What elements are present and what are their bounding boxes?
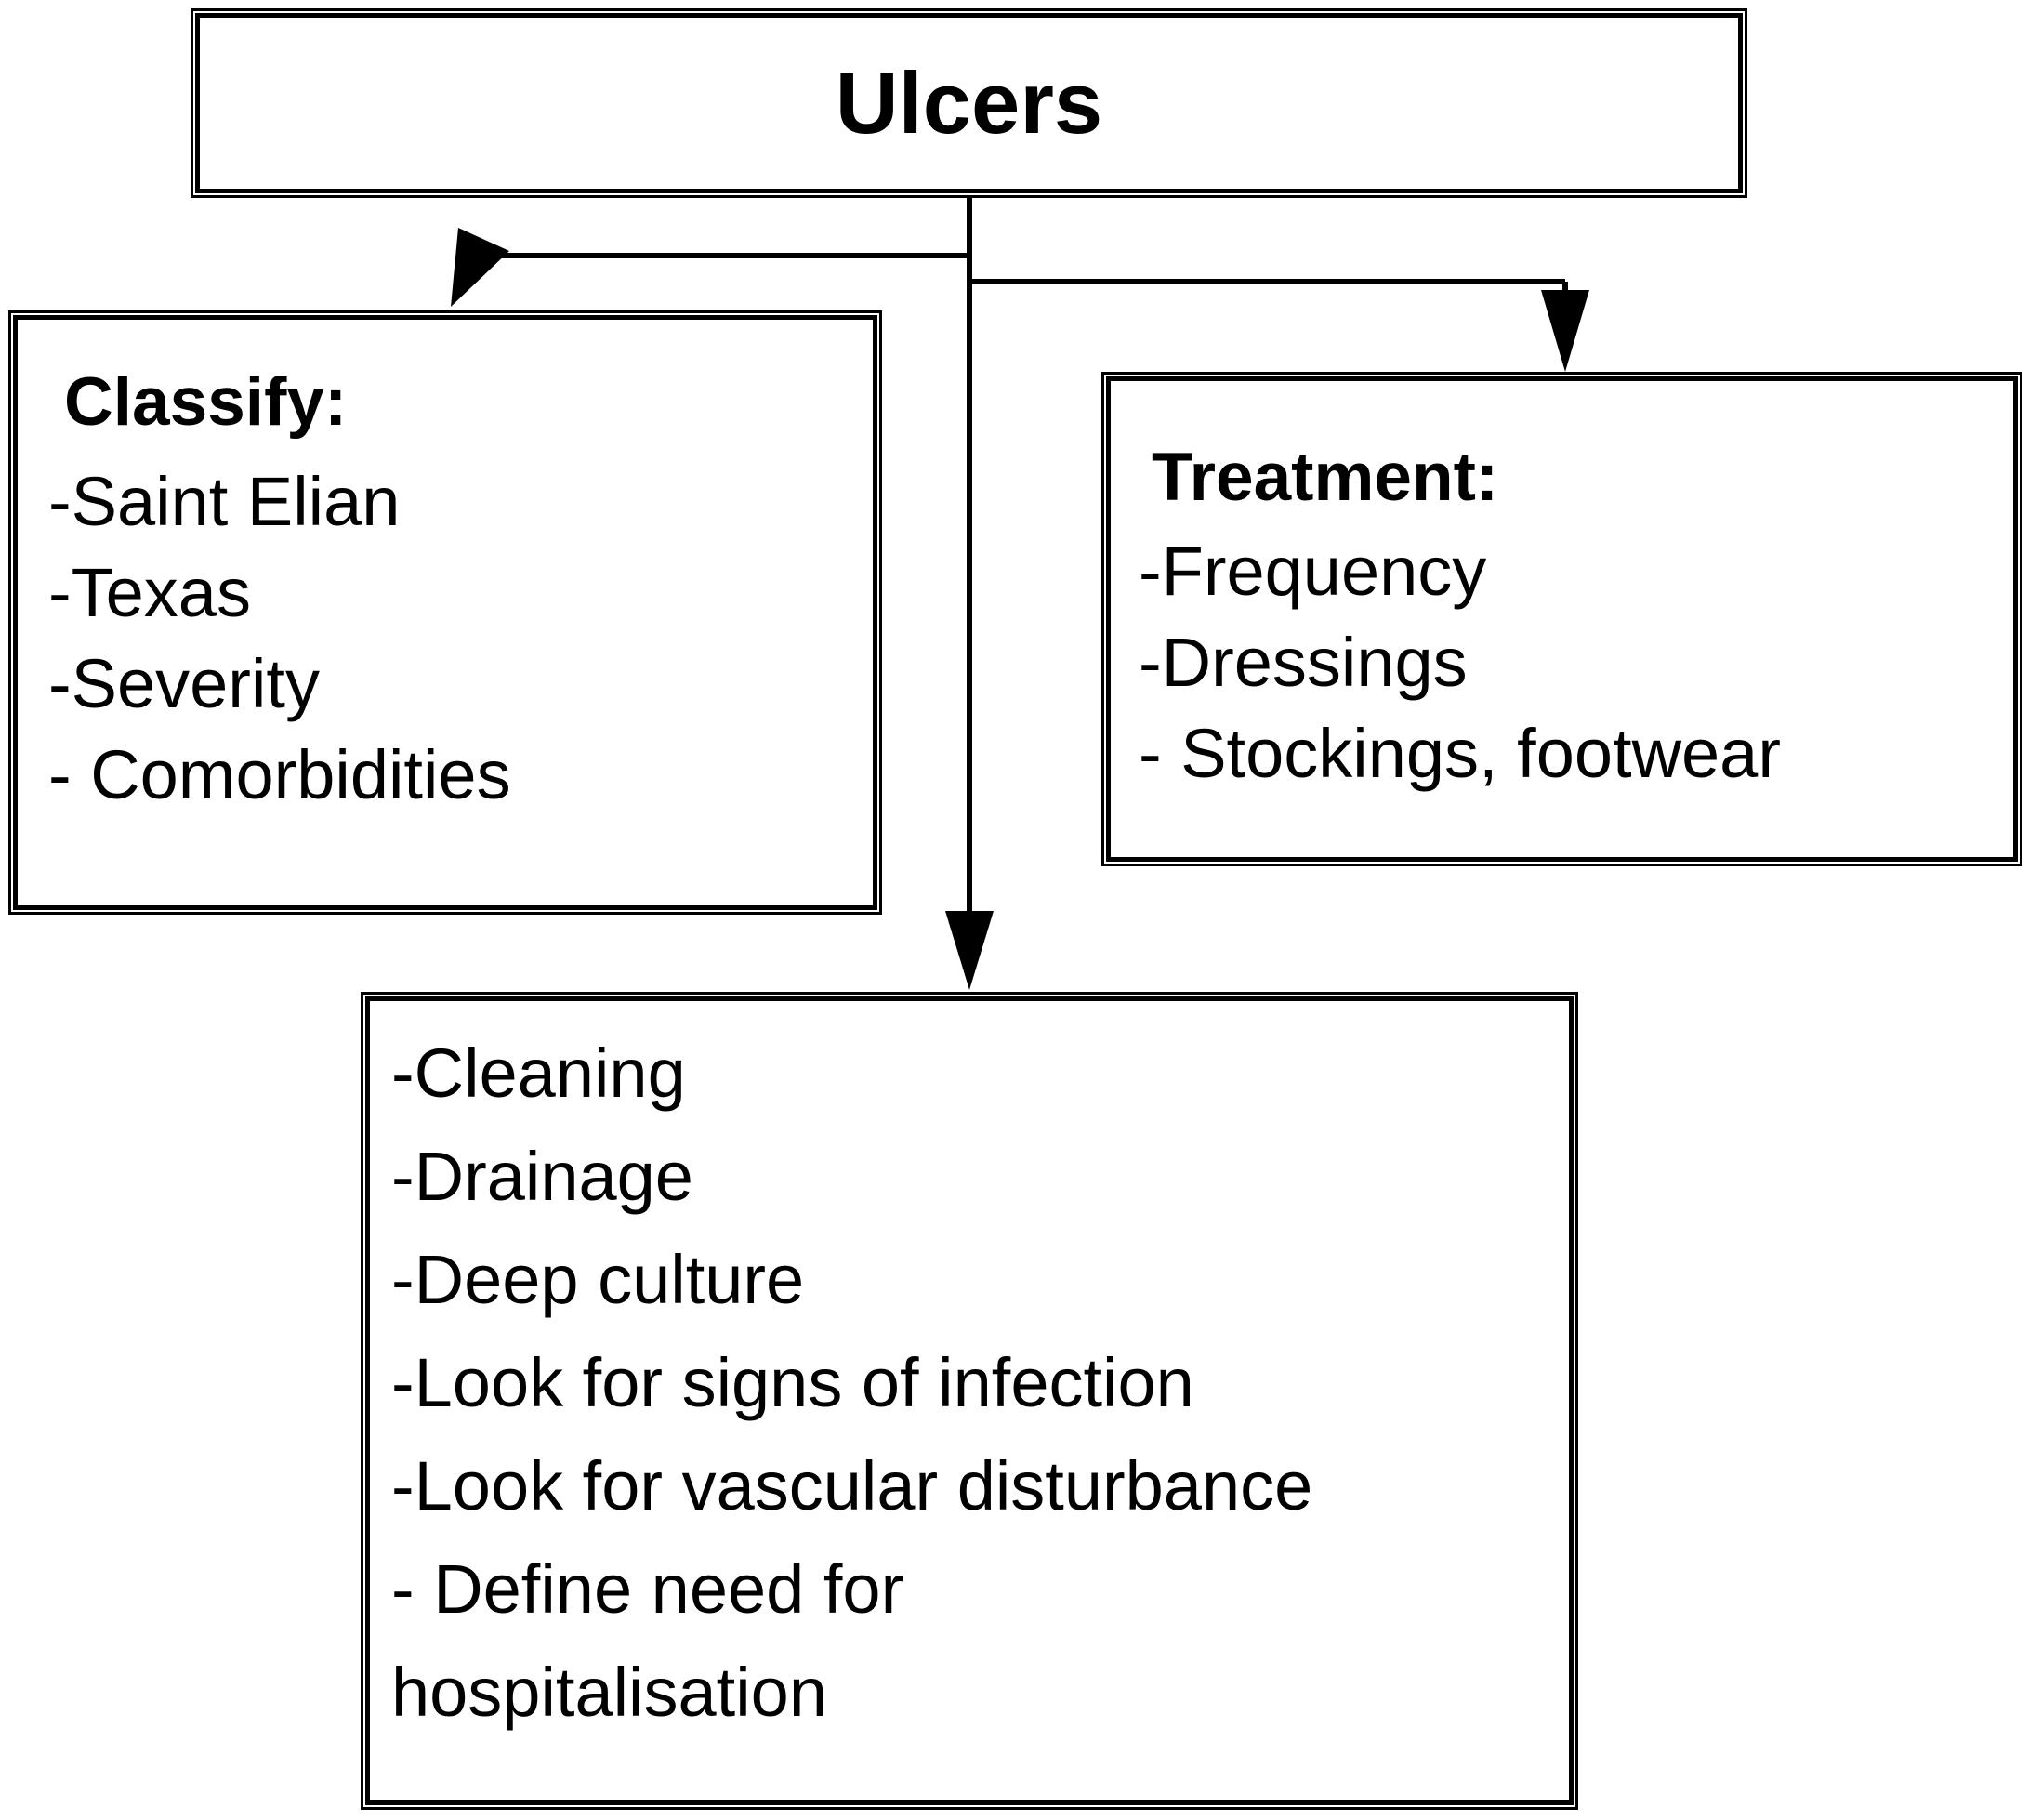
- arrowhead-treatment: [1541, 290, 1589, 372]
- list-item: - Define need for hospitalisation: [391, 1550, 904, 1731]
- classify-list: -Saint Elian -Texas -Severity - Comorbid…: [48, 456, 873, 821]
- list-item: -Look for signs of infection: [391, 1344, 1194, 1421]
- treatment-heading: Treatment:: [1152, 440, 1499, 515]
- list-item: -Cleaning: [391, 1035, 686, 1112]
- actions-list: -Cleaning -Drainage -Deep culture -Look …: [391, 1022, 1569, 1744]
- title-box: Ulcers: [195, 13, 1743, 193]
- treatment-box: Treatment: -Frequency -Dressings - Stock…: [1106, 376, 2018, 862]
- list-item: -Look for vascular disturbance: [391, 1447, 1313, 1524]
- list-item: -Saint Elian: [48, 462, 401, 540]
- list-item: -Drainage: [391, 1138, 693, 1215]
- classify-heading: Classify:: [64, 364, 348, 440]
- list-item: -Severity: [48, 644, 320, 722]
- classify-box: Classify: -Saint Elian -Texas -Severity …: [13, 315, 877, 910]
- list-item: - Comorbidities: [48, 735, 511, 813]
- list-item: -Frequency: [1139, 532, 1487, 610]
- actions-box: -Cleaning -Drainage -Deep culture -Look …: [365, 996, 1574, 1805]
- list-item: -Texas: [48, 553, 251, 631]
- list-item: - Stockings, footwear: [1139, 714, 1781, 792]
- treatment-list: -Frequency -Dressings - Stockings, footw…: [1139, 526, 2013, 799]
- arrowhead-actions: [945, 911, 994, 990]
- list-item: -Deep culture: [391, 1241, 805, 1318]
- diagram-title: Ulcers: [835, 54, 1103, 152]
- list-item: -Dressings: [1139, 623, 1468, 701]
- arrowhead-classify: [451, 228, 509, 307]
